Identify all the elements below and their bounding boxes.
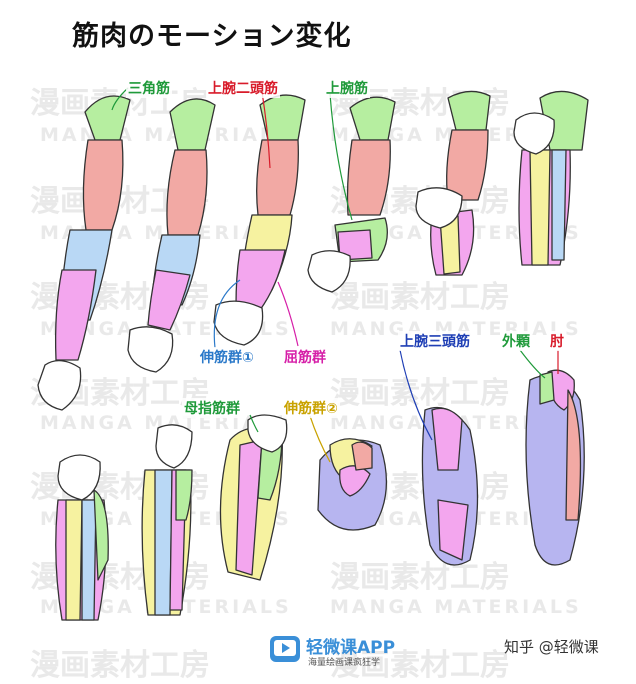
watermark-kanji: 漫画素材工房 bbox=[330, 280, 510, 315]
arm-figure-10 bbox=[317, 438, 388, 531]
page-title: 筋肉のモーション変化 bbox=[72, 21, 352, 52]
arm-figure-6 bbox=[513, 90, 589, 266]
label-triceps: 上腕三頭筋 bbox=[398, 331, 472, 351]
label-deltoid: 三角筋 bbox=[126, 78, 172, 98]
arm-figure-4 bbox=[307, 96, 396, 293]
brand-name: 轻微课APP bbox=[306, 638, 396, 658]
arm-figure-12 bbox=[525, 369, 585, 566]
label-flexors: 屈筋群 bbox=[282, 347, 328, 367]
label-elbow: 肘 bbox=[548, 331, 566, 351]
arm-figure-1 bbox=[37, 95, 131, 411]
arm-figure-5 bbox=[415, 90, 491, 276]
arm-figure-3 bbox=[213, 94, 306, 346]
arm-figure-8 bbox=[141, 424, 193, 616]
label-thumb-muscles: 母指筋群 bbox=[182, 398, 242, 418]
credit-text: 知乎 @轻微课 bbox=[504, 638, 599, 656]
arm-figure-7 bbox=[55, 454, 109, 621]
label-extensors-2: 伸筋群② bbox=[282, 398, 340, 418]
brand-logo-icon bbox=[270, 636, 300, 662]
watermark-kanji: 漫画素材工房 bbox=[330, 560, 510, 595]
label-brachialis: 上腕筋 bbox=[324, 78, 370, 98]
arm-figure-2 bbox=[127, 98, 216, 373]
watermark-kanji: 漫画素材工房 bbox=[330, 376, 510, 411]
label-lateral-head: 外顆 bbox=[500, 331, 532, 351]
label-biceps: 上腕二頭筋 bbox=[206, 78, 280, 98]
brand-tagline: 海量绘画课疯狂学 bbox=[308, 658, 381, 668]
watermark-latin: MANGA MATERIALS bbox=[330, 596, 582, 618]
arm-figure-9 bbox=[219, 414, 288, 581]
label-extensors-1: 伸筋群① bbox=[198, 347, 256, 367]
arm-figure-11 bbox=[421, 406, 479, 566]
